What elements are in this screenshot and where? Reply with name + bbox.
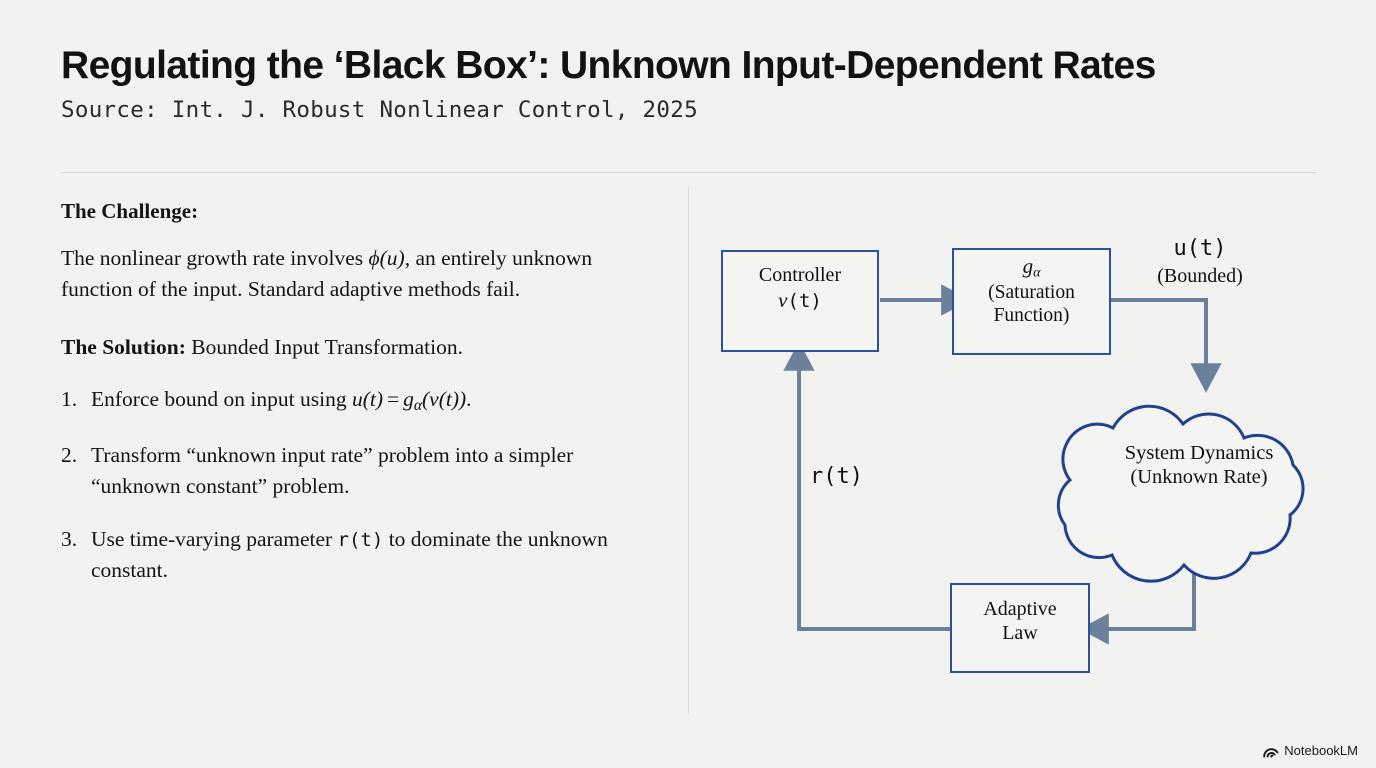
challenge-text-a: The nonlinear growth rate involves: [61, 246, 369, 271]
header-divider: [61, 172, 1316, 173]
solution-paragraph: The Solution: Bounded Input Transformati…: [61, 332, 661, 362]
arrow-saturation-to-cloud: [1111, 298, 1222, 393]
step-1-math-u: u(t): [351, 387, 383, 412]
step-3: 3. Use time-varying parameter r(t) to dom…: [61, 524, 661, 586]
step-1-text-a: Enforce bound on input using: [91, 387, 352, 412]
column-divider: [688, 186, 689, 714]
page-title: Regulating the ‘Black Box’: Unknown Inpu…: [61, 44, 1156, 87]
step-1-text-b: .: [466, 387, 472, 412]
step-1: 1. Enforce bound on input using u(t)=gα(v…: [61, 384, 661, 417]
solution-label: The Solution:: [61, 335, 186, 360]
page-subtitle: Source: Int. J. Robust Nonlinear Control…: [61, 96, 698, 123]
left-column: The Challenge: The nonlinear growth rate…: [61, 198, 661, 608]
u-signal-label: u(t) (Bounded): [1120, 236, 1280, 288]
step-1-math-eq: =: [387, 387, 400, 412]
diagram-connectors: [783, 284, 1305, 645]
step-1-math-g: g: [403, 387, 414, 412]
challenge-paragraph: The nonlinear growth rate involves ϕ(u),…: [61, 243, 661, 304]
challenge-heading: The Challenge:: [61, 199, 199, 223]
arrow-adaptive-to-controller: [783, 341, 950, 631]
solution-rest: Bounded Input Transformation.: [185, 335, 463, 360]
adaptive-law-box[interactable]: [950, 583, 1090, 673]
step-2-number: 2.: [61, 442, 78, 467]
r-signal-label: r(t): [810, 464, 863, 489]
step-3-text-b: to dominate the unknown constant.: [91, 527, 608, 583]
phi-math: ϕ(u): [368, 246, 405, 271]
step-3-mono-r: r(t): [337, 529, 384, 552]
step-3-text-a: Use time-varying parameter: [91, 527, 338, 552]
step-1-math-v: (v(t)): [422, 387, 467, 412]
notebooklm-watermark: NotebookLM: [1263, 743, 1358, 758]
notebooklm-logo-icon: [1263, 747, 1279, 758]
block-diagram: Controller v(t) gα (Saturation Function)…: [688, 186, 1376, 726]
step-1-number: 1.: [61, 387, 78, 412]
u-signal-bounded: (Bounded): [1157, 265, 1243, 288]
notebooklm-brand-text: NotebookLM: [1284, 743, 1358, 758]
step-2-text-a: Transform “unknown input rate” problem i…: [91, 442, 574, 498]
cloud-shape: [1056, 404, 1305, 583]
step-3-number: 3.: [61, 527, 78, 552]
u-signal-mono: u(t): [1173, 236, 1227, 261]
step-1-math-g-sub: α: [413, 397, 423, 415]
saturation-box[interactable]: [952, 248, 1111, 355]
challenge-text-b: , an entirely unknown function of the in…: [61, 246, 593, 301]
solution-steps: 1. Enforce bound on input using u(t)=gα(v…: [61, 384, 661, 586]
controller-box[interactable]: [721, 250, 879, 352]
slide-header: Regulating the ‘Black Box’: Unknown Inpu…: [61, 44, 1316, 123]
step-2: 2. Transform “unknown input rate” problem…: [61, 440, 661, 502]
